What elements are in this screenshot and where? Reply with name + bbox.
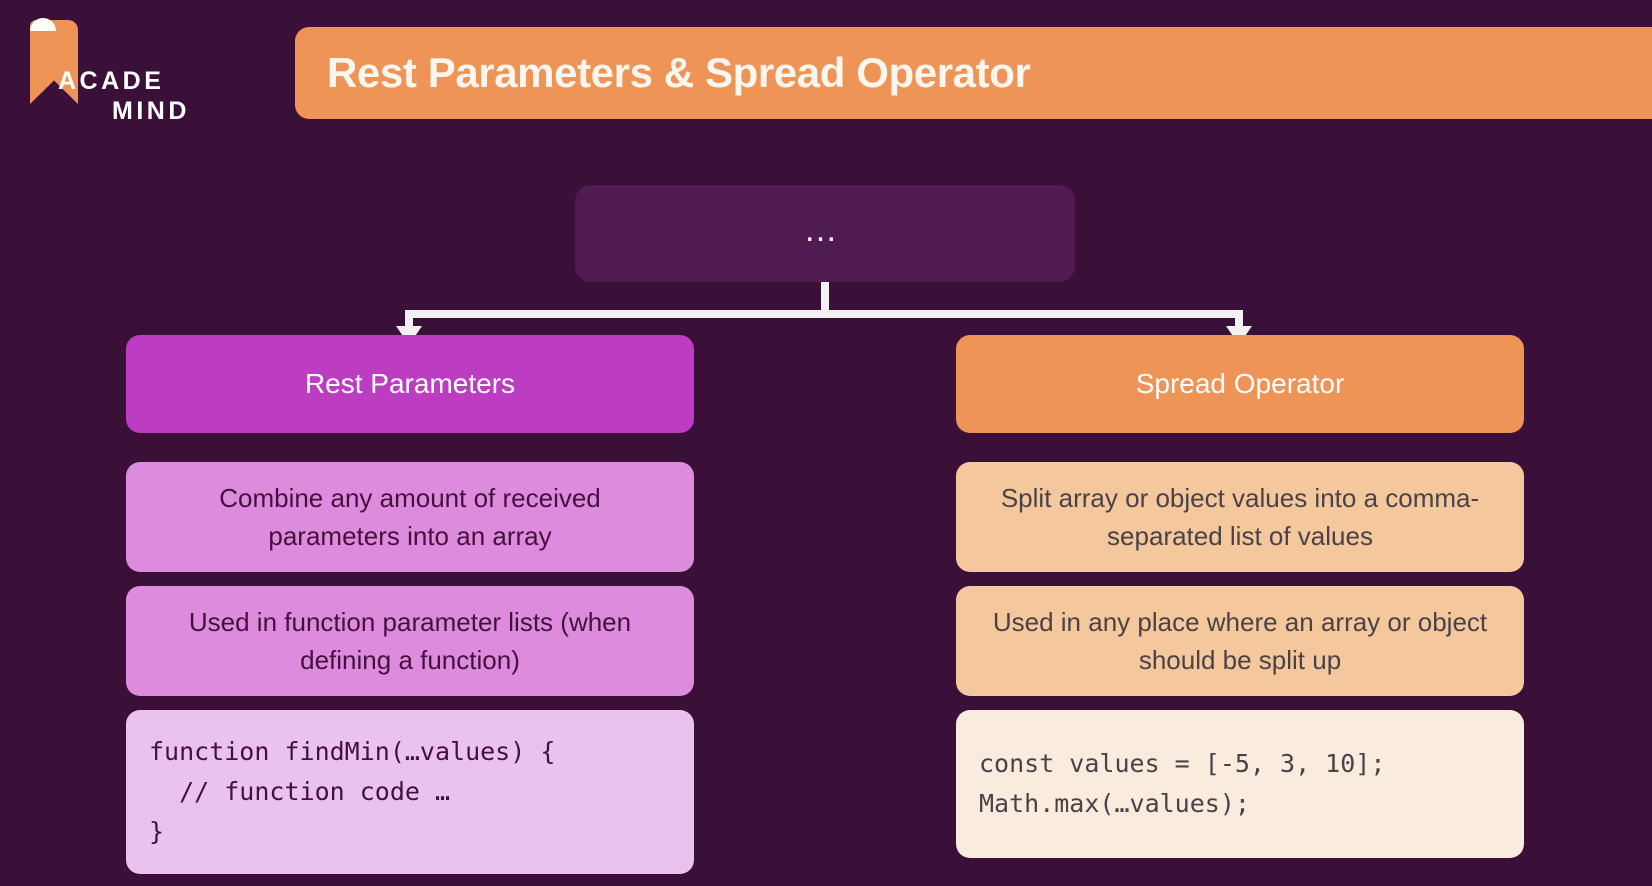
logo-wordmark: ACADE MIND (58, 66, 190, 126)
branch-spread-operator: Spread Operator Split array or object va… (956, 335, 1524, 858)
connector-stem (821, 282, 829, 316)
title-bar: Rest Parameters & Spread Operator (295, 27, 1652, 119)
fact-box: Used in function parameter lists (when d… (126, 586, 694, 696)
diagram-root-node: … (575, 185, 1075, 282)
logo-line-1: ACADE (58, 67, 165, 95)
connector-right-drop (1235, 310, 1243, 328)
fact-box: Split array or object values into a comm… (956, 462, 1524, 572)
logo-line-2: MIND (112, 97, 190, 125)
academind-logo: ACADE MIND (22, 18, 212, 126)
connector-horizontal-bar (405, 310, 1243, 318)
logo-dot-icon (30, 18, 56, 31)
branch-header-rest-parameters: Rest Parameters (126, 335, 694, 433)
code-snippet-spread-operator: const values = [-5, 3, 10]; Math.max(…va… (956, 710, 1524, 858)
ellipsis-icon: … (803, 210, 847, 249)
branch-rest-parameters: Rest Parameters Combine any amount of re… (126, 335, 694, 874)
fact-box: Combine any amount of received parameter… (126, 462, 694, 572)
page-title: Rest Parameters & Spread Operator (327, 49, 1031, 96)
code-snippet-rest-parameters: function findMin(…values) { // function … (126, 710, 694, 874)
branch-header-spread-operator: Spread Operator (956, 335, 1524, 433)
fact-box: Used in any place where an array or obje… (956, 586, 1524, 696)
connector-left-drop (405, 310, 413, 328)
